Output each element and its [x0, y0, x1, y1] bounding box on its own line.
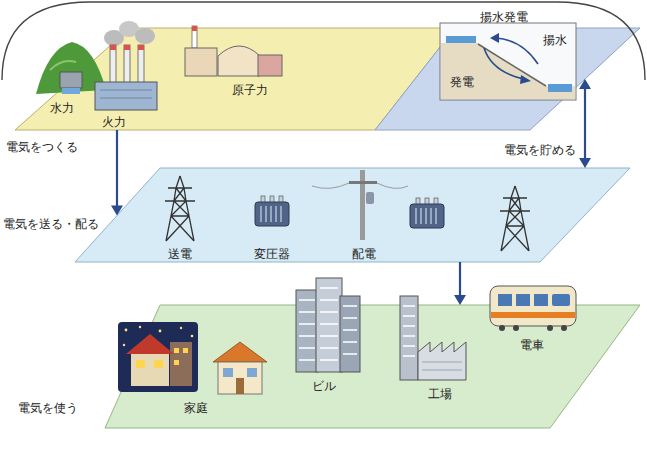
- arrow-line: [116, 130, 118, 207]
- plane-label: 配電: [352, 247, 376, 261]
- arrow-line: [584, 88, 586, 159]
- text-holder: 配電: [352, 244, 376, 262]
- flow-arrow: [111, 130, 123, 216]
- text-holder: 送電: [168, 244, 192, 262]
- arrow-head: [454, 295, 466, 305]
- text-holder: 水力: [50, 98, 74, 116]
- plane-label: 電車: [520, 338, 544, 352]
- plane-label: 揚水発電: [480, 10, 528, 24]
- arrow-line: [459, 262, 461, 296]
- plane-fill: [75, 168, 630, 262]
- text-holder: 電気をつくる: [6, 137, 78, 155]
- plane-label: 電気を使う: [18, 401, 78, 415]
- plane-label: ビル: [312, 379, 336, 393]
- plane-label: 水力: [50, 101, 74, 115]
- text-holder: 原子力: [232, 80, 268, 98]
- plane-label: 揚水: [543, 33, 567, 47]
- plane-label: 火力: [102, 115, 126, 129]
- text-holder: 電気を貯める: [504, 140, 576, 158]
- plane-label: 送電: [168, 247, 192, 261]
- text-holder: 揚水: [543, 30, 567, 48]
- text-holder: 火力: [102, 112, 126, 130]
- arrow-head: [579, 158, 591, 168]
- plane-label: 原子力: [232, 83, 268, 97]
- text-holder: 電車: [520, 335, 544, 353]
- flow-arrow: [579, 79, 591, 168]
- text-holder: 揚水発電: [480, 7, 528, 25]
- text-holder: 変圧器: [254, 244, 290, 262]
- text-holder: 発電: [450, 72, 474, 90]
- plane-label: 電気を送る・配る: [3, 217, 99, 231]
- arrow-head: [579, 79, 591, 89]
- text-holder: 電気を使う: [18, 398, 78, 416]
- plane-label: 発電: [450, 75, 474, 89]
- text-holder: ビル: [312, 376, 336, 394]
- arrow-head: [111, 206, 123, 216]
- edge-label: 電気を貯める: [504, 143, 576, 157]
- plane-label: 工場: [428, 387, 452, 401]
- flow-arrow: [454, 262, 466, 305]
- text-holder: 工場: [428, 384, 452, 402]
- plane-label: 変圧器: [254, 247, 290, 261]
- plane-label: 家庭: [184, 401, 208, 415]
- edge-label: 電気をつくる: [6, 140, 78, 154]
- text-holder: 家庭: [184, 398, 208, 416]
- text-holder: 電気を送る・配る: [3, 214, 99, 232]
